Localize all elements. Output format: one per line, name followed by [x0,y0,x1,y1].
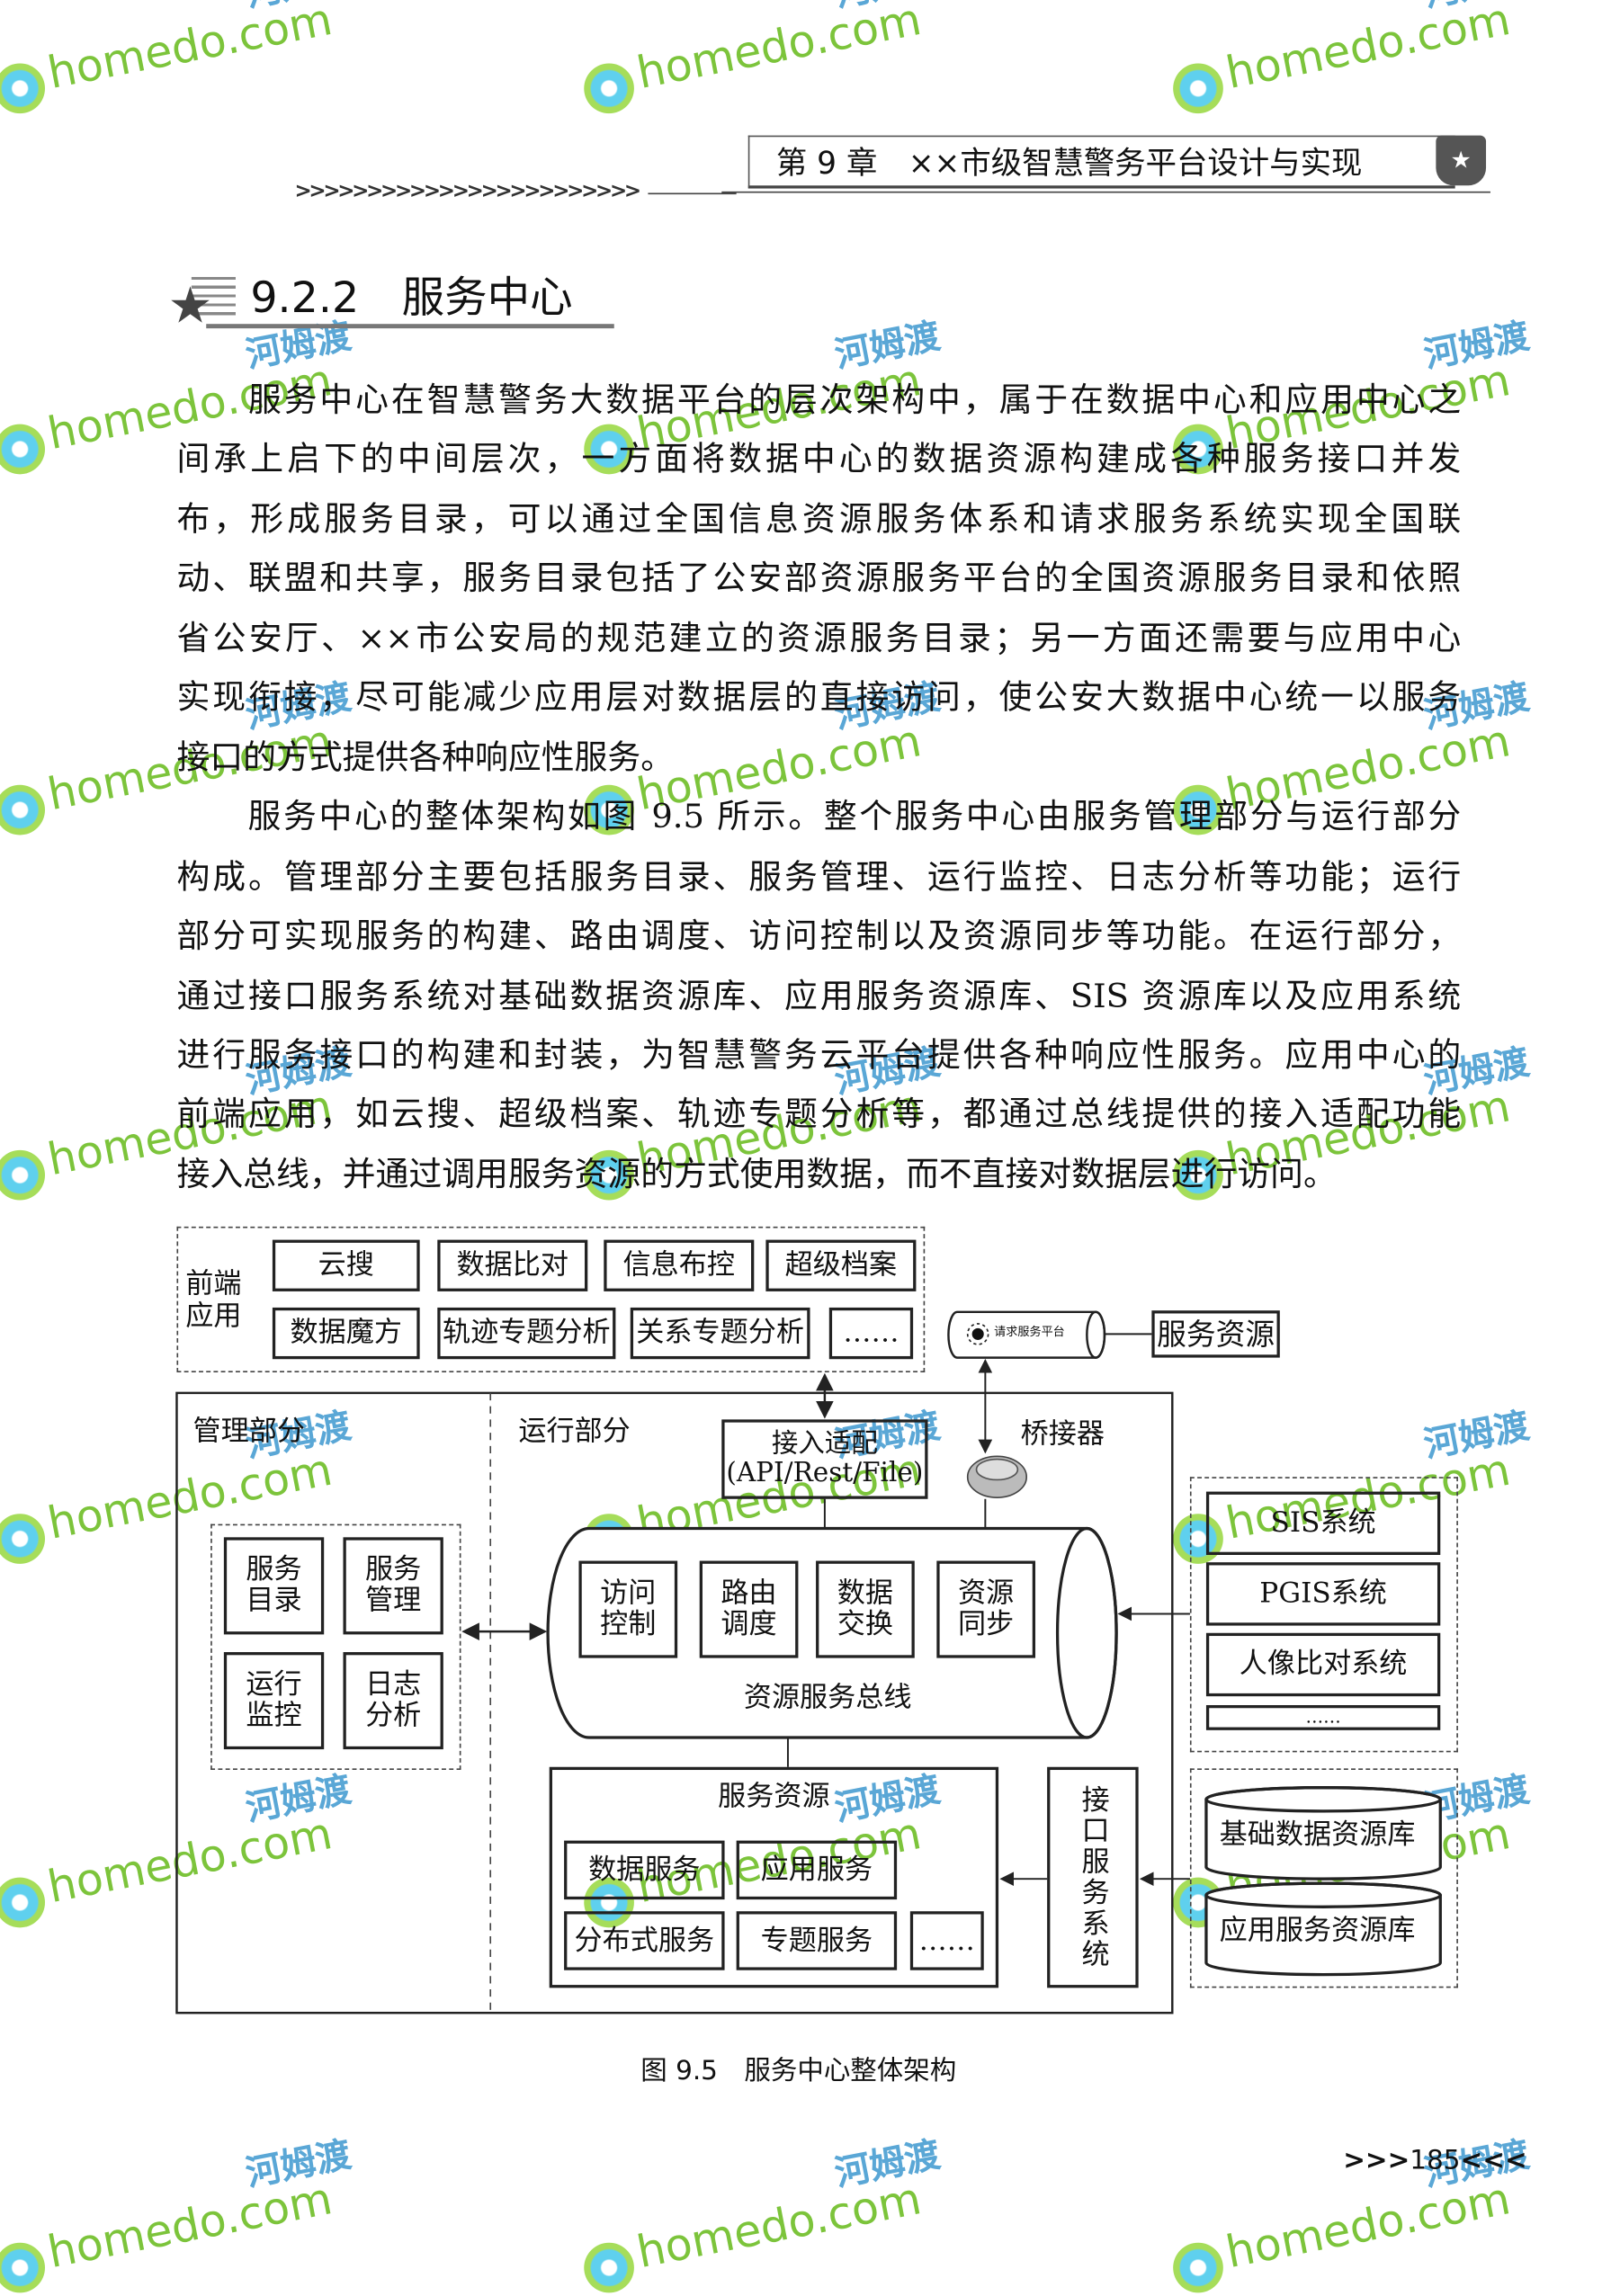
bus-label: 资源服务总线 [743,1681,912,1714]
main-frame [175,1391,1174,2015]
frontend-group [176,1226,926,1372]
systems-group [1189,1477,1458,1753]
body-line: 间承上启下的中间层次，一方面将数据中心的数据资源构建成各种服务接口并发 [176,441,1462,479]
chevron-decoration: >>>>>>>>>>>>>>>>>>>>>>>> [294,179,641,203]
database-group [1189,1768,1458,1988]
bus-box: 访问 控制 [578,1560,678,1658]
service-box: 专题服务 [736,1911,898,1970]
bus-box: 路由 调度 [699,1560,799,1658]
database-cylinder [1204,1786,1442,1881]
service-resource-box: 服务资源 [549,1766,999,1988]
external-resource-box: 服务资源 [1151,1310,1280,1358]
system-box: PGIS系统 [1205,1562,1441,1626]
service-resource-title: 服务资源 [718,1780,830,1813]
police-badge-icon: ★ [1436,135,1487,186]
body-line: 部分可实现服务的构建、路由调度、访问控制以及资源同步等功能。在运行部分， [176,917,1462,956]
body-line: 服务中心在智慧警务大数据平台的层次架构中，属于在数据中心和应用中心之 [176,381,1462,420]
body-line: 前端应用，如云搜、超级档案、轨迹专题分析等，都通过总线提供的接入适配功能 [176,1095,1462,1135]
page-deco-right: <<< [1460,2145,1527,2176]
app-box: 关系专题分析 [630,1307,810,1360]
database-label: 基础数据资源库 [1219,1818,1416,1852]
mgmt-box: 日志 分析 [343,1652,443,1750]
request-platform-label: 请求服务平台 [994,1325,1065,1339]
system-box: …… [1205,1704,1441,1730]
system-box: SIS系统 [1205,1491,1441,1555]
body-line: 服务中心的整体架构如图 9.5 所示。整个服务中心由服务管理部分与运行部分 [176,798,1462,837]
body-line: 接入总线，并通过调用服务资源的方式使用数据，而不直接对数据层进行访问。 [176,1156,1337,1194]
database-label: 应用服务资源库 [1219,1914,1416,1947]
figure-caption: 图 9.5 服务中心整体架构 [640,2055,957,2087]
stripes-icon [191,276,236,321]
page-number: >>>185<<< [1343,2146,1526,2176]
body-line: 省公安厅、××市公安局的规范建立的资源服务目录；另一方面还需要与应用中心 [176,619,1462,658]
body-line: 接口的方式提供各种响应性服务。 [176,738,675,777]
adapter-box: 接入适配 (API/Rest/File) [721,1419,928,1499]
header-rule [721,191,1490,193]
bus-box: 资源 同步 [936,1560,1036,1658]
body-line: 通过接口服务系统对基础数据资源库、应用服务资源库、SIS 资源库以及应用系统 [176,977,1462,1015]
run-label: 运行部分 [518,1415,631,1448]
chevron-rule [648,192,737,195]
mgmt-group [210,1523,461,1771]
body-line: 动、联盟和共享，服务目录包括了公安部资源服务平台的全国资源服务目录和依照 [176,559,1462,599]
chapter-header: 第 9 章 ××市级智慧警务平台设计与实现 [747,135,1455,189]
app-box: 超级档案 [765,1239,917,1291]
system-box: 人像比对系统 [1205,1632,1441,1697]
app-box: 轨迹专题分析 [437,1307,616,1360]
mgmt-box: 服务 管理 [343,1537,443,1635]
bridge-icon [966,1455,1028,1498]
app-box: 数据魔方 [272,1307,420,1360]
star-icon: ★ [167,276,213,336]
body-line: 实现衔接，尽可能减少应用层对数据层的直接访问，使公安大数据中心统一以服务 [176,679,1462,718]
app-box: 信息布控 [604,1239,755,1291]
app-box: 云搜 [272,1239,420,1291]
page-number-value: 185 [1410,2145,1461,2176]
bridge-label: 桥接器 [1020,1417,1105,1451]
mgmt-label: 管理部分 [192,1415,305,1448]
mgmt-box: 服务 目录 [223,1537,325,1635]
app-box: …… [828,1307,914,1360]
page-deco-left: >>> [1343,2145,1410,2176]
service-box: 应用服务 [736,1840,898,1900]
body-line: 进行服务接口的构建和封装，为智慧警务云平台提供各种响应性服务。应用中心的 [176,1036,1462,1076]
mgmt-box: 运行 监控 [223,1652,325,1750]
database-cylinder [1204,1881,1442,1977]
service-box: 数据服务 [564,1840,725,1900]
section-underline [206,324,614,329]
body-line: 构成。管理部分主要包括服务目录、服务管理、运行监控、日志分析等功能；运行 [176,857,1462,897]
interface-system-box: 接口服务系统 [1047,1766,1139,1988]
service-box: 分布式服务 [564,1911,725,1970]
body-line: 布，形成服务目录，可以通过全国信息资源服务体系和请求服务系统实现全国联 [176,500,1462,540]
bus-box: 数据 交换 [816,1560,915,1658]
service-box: …… [909,1911,984,1970]
section-title: 9.2.2 服务中心 [250,272,573,323]
frontend-label: 前端 应用 [185,1267,242,1333]
app-box: 数据比对 [437,1239,588,1291]
